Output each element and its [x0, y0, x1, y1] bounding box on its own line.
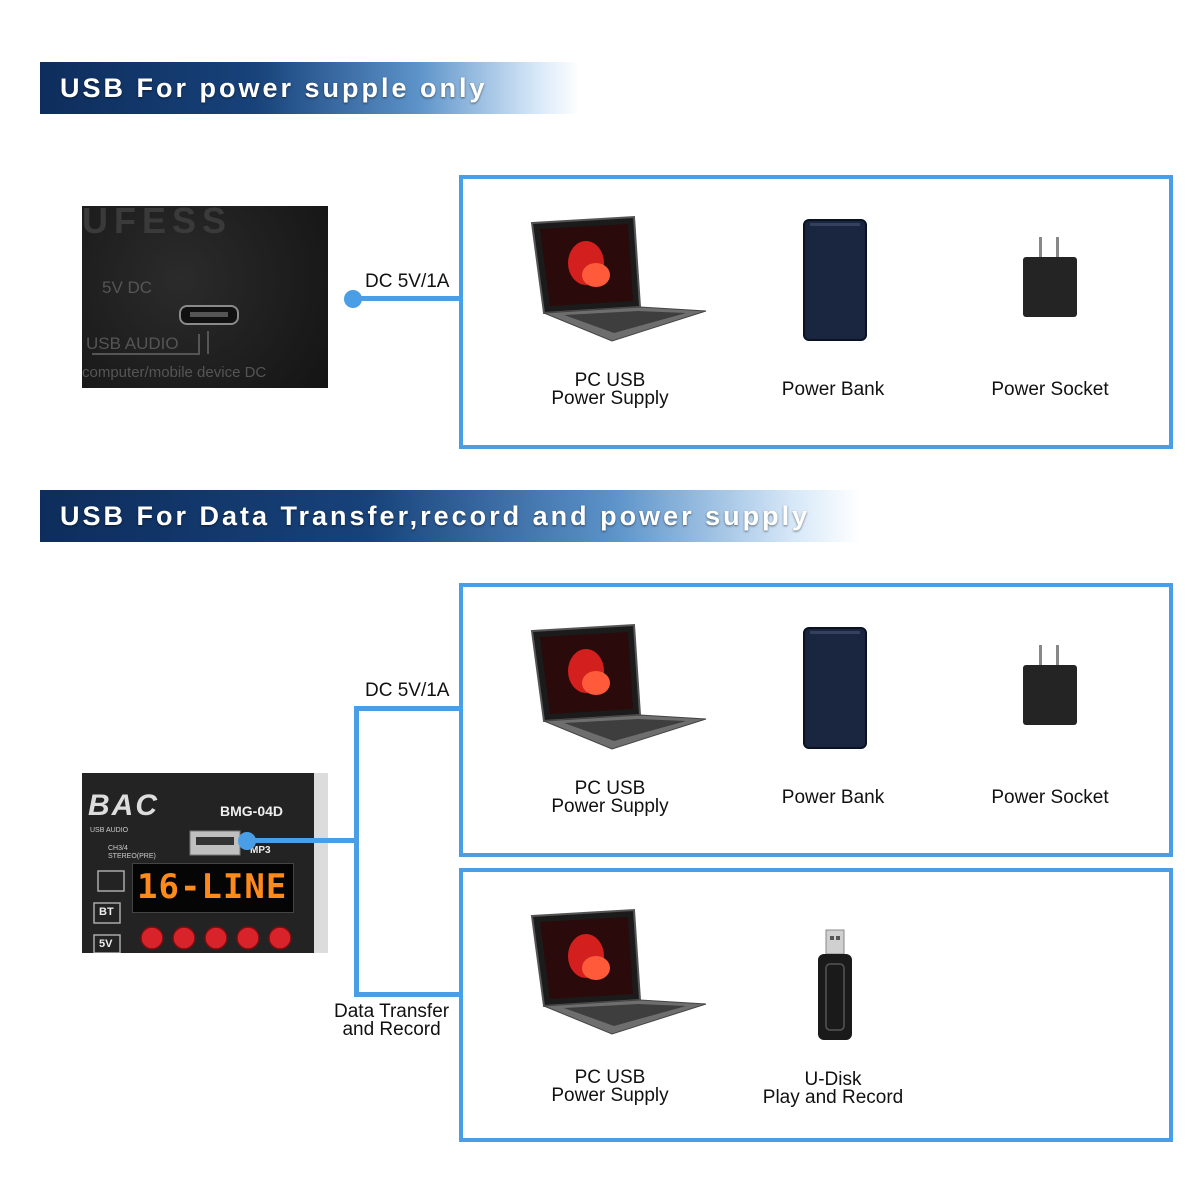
- connector-line-vertical: [354, 706, 359, 996]
- caption-power-bank-1: Power Bank: [781, 379, 885, 400]
- fivev-label: 5V: [99, 938, 113, 950]
- connector-label-top: DC 5V/1A: [365, 271, 450, 292]
- power-bank-icon: [803, 627, 867, 749]
- control-knobs: [140, 926, 292, 950]
- connector-line-top: [352, 296, 462, 301]
- caption-power-bank-2: Power Bank: [781, 787, 885, 808]
- usb-audio-label: USB AUDIO: [90, 827, 129, 834]
- mixer-panel: BAC BMG-04D USB AUDIO CH3/4 STEREO(PRE) …: [82, 773, 328, 953]
- ch-label: CH3/4: [108, 845, 128, 852]
- usb-disk-icon: [818, 929, 852, 1040]
- power-socket-icon: [1023, 237, 1077, 317]
- etched-5v-dc: 5V DC: [102, 278, 153, 297]
- laptop-icon: [530, 215, 707, 342]
- device-port-panel-top: UFESS 5V DC USB AUDIO computer/mobile de…: [82, 206, 328, 388]
- laptop-icon: [530, 623, 707, 750]
- caption-power-socket-2: Power Socket: [991, 787, 1109, 808]
- connector-label-mid: DC 5V/1A: [365, 680, 450, 701]
- caption-power-socket-1: Power Socket: [991, 379, 1109, 400]
- model-name: BMG-04D: [220, 803, 284, 819]
- stereo-label: STEREO(PRE): [108, 853, 156, 860]
- connector-line-upper-branch: [354, 706, 462, 711]
- micro-usb-port-icon: [92, 305, 239, 355]
- connector-line-lower-branch: [354, 992, 462, 997]
- power-socket-icon: [1023, 645, 1077, 725]
- connector-label-data: Data Transfer and Record: [334, 1001, 450, 1040]
- laptop-icon: [530, 908, 707, 1035]
- bt-label: BT: [99, 906, 114, 918]
- mp3-label: MP3: [250, 845, 271, 856]
- brand-logo: BAC: [88, 789, 159, 822]
- etched-usb-audio: USB AUDIO: [86, 334, 179, 353]
- led-display: 16-LINE: [132, 863, 294, 913]
- power-bank-icon: [803, 219, 867, 341]
- etched-device-dc: computer/mobile device DC: [82, 364, 267, 381]
- banner-power-only: USB For power supple only: [40, 62, 580, 114]
- banner-data-transfer: USB For Data Transfer,record and power s…: [40, 490, 860, 542]
- connector-line-stub: [246, 838, 356, 843]
- usb-a-port-icon: [93, 830, 241, 953]
- led-display-text: 16-LINE: [137, 867, 288, 907]
